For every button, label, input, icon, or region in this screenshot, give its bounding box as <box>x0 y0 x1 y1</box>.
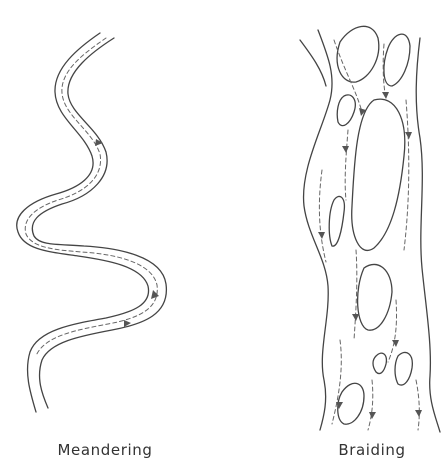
braiding-island-top-left <box>337 26 379 82</box>
braiding-flow-line-6 <box>354 250 357 340</box>
braiding-island-upper-left-strip <box>337 95 355 126</box>
meandering-label: Meandering <box>58 441 153 459</box>
braiding-island-middle <box>358 264 392 330</box>
meandering-channel <box>17 33 167 412</box>
braiding-outer-left-spur <box>300 40 326 86</box>
braiding-arrow-9 <box>369 412 376 419</box>
braiding-flow-line-9 <box>368 380 373 430</box>
braiding-label: Braiding <box>338 441 405 459</box>
braiding-island-top-right <box>384 34 410 86</box>
braiding-arrow-3 <box>342 146 349 153</box>
braiding-arrow-10 <box>415 410 422 417</box>
meandering-arrow-1 <box>95 139 103 146</box>
braiding-right-bank <box>416 38 440 432</box>
braiding-arrow-2 <box>382 92 389 99</box>
meandering-right-bank <box>32 38 166 408</box>
braiding-channel <box>300 26 440 432</box>
braiding-flow-line-4 <box>404 100 409 250</box>
braiding-flow-line-5 <box>319 170 326 262</box>
braiding-arrow-6 <box>352 314 359 321</box>
braiding-island-lower-right <box>395 352 412 385</box>
braiding-island-bottom-small <box>373 353 386 373</box>
meandering-left-bank <box>17 33 149 412</box>
braiding-flow-line-3 <box>345 130 348 200</box>
meandering-arrow-2 <box>151 290 159 299</box>
braiding-arrow-5 <box>318 232 325 239</box>
braiding-flow-line-10 <box>416 380 419 430</box>
braiding-island-left-narrow <box>329 196 344 246</box>
braiding-island-large-center <box>352 99 405 250</box>
braiding-arrow-4 <box>405 132 412 139</box>
braiding-left-bank <box>304 30 333 430</box>
